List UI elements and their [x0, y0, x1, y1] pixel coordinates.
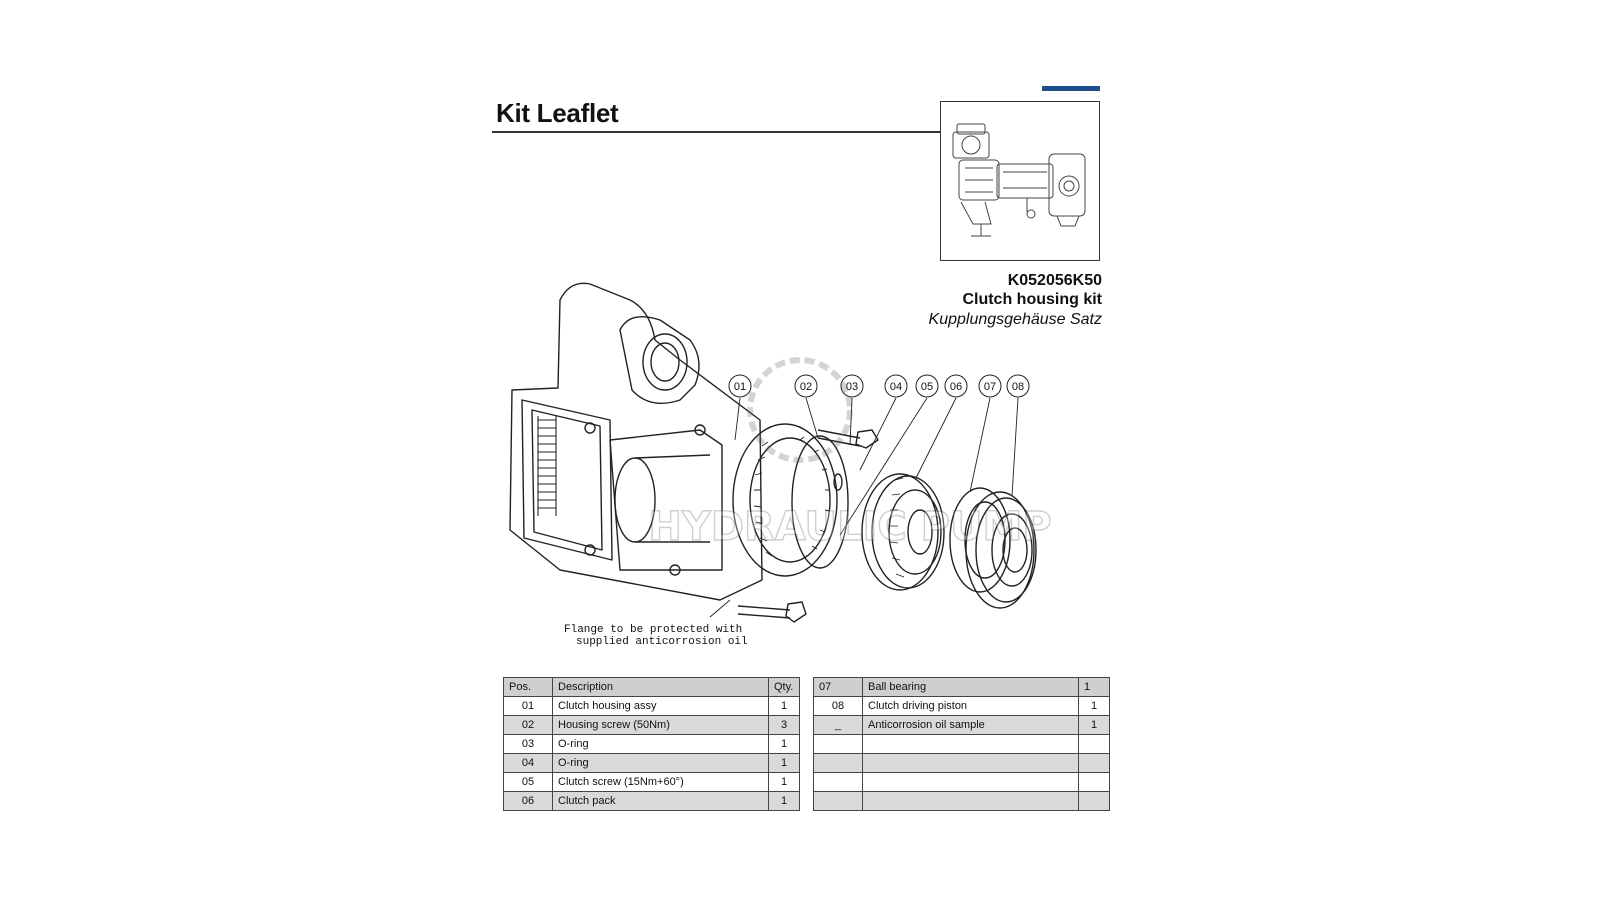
- row-pos: 04: [503, 753, 553, 773]
- callout-06: 06: [944, 374, 968, 398]
- svg-text:HYDRAULIC PUMP: HYDRAULIC PUMP: [648, 504, 1051, 550]
- row-description2: [862, 772, 1079, 792]
- kit-code: K052056K50: [1007, 272, 1102, 289]
- page-title: Kit Leaflet: [496, 98, 619, 128]
- row-1-qty2: 1: [1078, 677, 1110, 697]
- row-qty: 1: [768, 753, 800, 773]
- row-qty2: [1078, 791, 1110, 811]
- callout-01: 01: [728, 374, 752, 398]
- svg-text:08: 08: [1012, 381, 1024, 393]
- callout-07: 07: [978, 374, 1002, 398]
- callout-03: 03: [840, 374, 864, 398]
- kit-name-german: Kupplungsgehäuse Satz: [928, 311, 1102, 328]
- row-qty: 1: [768, 772, 800, 792]
- row-description: Clutch housing assy: [552, 696, 769, 716]
- parts-table: Pos. Description Qty. 07 Ball bearing 1 …: [503, 677, 1110, 811]
- callout-08: 08: [1006, 374, 1030, 398]
- callout-05: 05: [915, 374, 939, 398]
- row-qty: 1: [768, 734, 800, 754]
- row-description: Clutch screw (15Nm+60°): [552, 772, 769, 792]
- row-description2: [862, 791, 1079, 811]
- row-description: O-ring: [552, 734, 769, 754]
- drawing-note-line1: Flange to be protected with: [564, 624, 742, 636]
- parts-table-header: Pos. Description Qty. 07 Ball bearing 1: [503, 677, 1110, 697]
- table-gap: [799, 791, 814, 811]
- parts-table-container: Pos. Description Qty. 07 Ball bearing 1 …: [503, 677, 1110, 811]
- table-row: 06 Clutch pack 1: [503, 791, 1110, 811]
- row-pos: 02: [503, 715, 553, 735]
- row-pos2: _: [813, 715, 863, 735]
- row-pos2: 08: [813, 696, 863, 716]
- table-row: 05 Clutch screw (15Nm+60°) 1: [503, 772, 1110, 792]
- svg-text:06: 06: [950, 381, 962, 393]
- row-description: O-ring: [552, 753, 769, 773]
- row-qty2: [1078, 734, 1110, 754]
- clutch-housing-drawing: 01 02 03 04 05 06 07 08 Flange to be pro…: [509, 282, 1052, 648]
- table-gap: [799, 772, 814, 792]
- row-qty: 1: [768, 696, 800, 716]
- watermark: HYDRAULIC PUMP: [648, 357, 1052, 551]
- accent-bar: [1042, 86, 1100, 91]
- header-description: Description: [552, 677, 769, 697]
- row-1-description2: Ball bearing: [862, 677, 1079, 697]
- table-row: 03 O-ring 1: [503, 734, 1110, 754]
- drawing-note-line2: supplied anticorrosion oil: [576, 636, 748, 648]
- table-row: 04 O-ring 1: [503, 753, 1110, 773]
- row-qty: 1: [768, 791, 800, 811]
- row-description: Housing screw (50Nm): [552, 715, 769, 735]
- callout-02: 02: [794, 374, 818, 398]
- table-gap: [799, 753, 814, 773]
- row-pos: 06: [503, 791, 553, 811]
- svg-text:01: 01: [734, 381, 746, 393]
- row-pos2: [813, 772, 863, 792]
- row-description2: Anticorrosion oil sample: [862, 715, 1079, 735]
- svg-text:03: 03: [846, 381, 858, 393]
- table-row: 01 Clutch housing assy 1 08 Clutch drivi…: [503, 696, 1110, 716]
- callout-04: 04: [884, 374, 908, 398]
- row-pos2: [813, 791, 863, 811]
- row-pos: 01: [503, 696, 553, 716]
- row-qty: 3: [768, 715, 800, 735]
- header-qty: Qty.: [768, 677, 800, 697]
- row-qty2: 1: [1078, 696, 1110, 716]
- table-gap: [799, 715, 814, 735]
- row-qty2: [1078, 753, 1110, 773]
- pump-assembly-icon: [952, 123, 1086, 237]
- row-qty2: [1078, 772, 1110, 792]
- row-pos2: [813, 734, 863, 754]
- svg-text:05: 05: [921, 381, 933, 393]
- title-rule: [492, 131, 940, 133]
- header-pos: Pos.: [503, 677, 553, 697]
- assembly-thumbnail: [940, 101, 1100, 261]
- table-gap: [799, 696, 814, 716]
- exploded-drawing: 01 02 03 04 05 06 07 08 Flange to be pro…: [500, 270, 1100, 660]
- row-description: Clutch pack: [552, 791, 769, 811]
- svg-text:02: 02: [800, 381, 812, 393]
- row-pos: 05: [503, 772, 553, 792]
- svg-text:04: 04: [890, 381, 902, 393]
- kit-name: Clutch housing kit: [962, 291, 1102, 308]
- row-description2: [862, 753, 1079, 773]
- row-description2: [862, 734, 1079, 754]
- row-1-pos2: 07: [813, 677, 863, 697]
- table-gap: [799, 734, 814, 754]
- svg-text:07: 07: [984, 381, 996, 393]
- table-row: 02 Housing screw (50Nm) 3 _ Anticorrosio…: [503, 715, 1110, 735]
- row-description2: Clutch driving piston: [862, 696, 1079, 716]
- row-pos2: [813, 753, 863, 773]
- row-qty2: 1: [1078, 715, 1110, 735]
- row-pos: 03: [503, 734, 553, 754]
- table-gap: [799, 677, 814, 697]
